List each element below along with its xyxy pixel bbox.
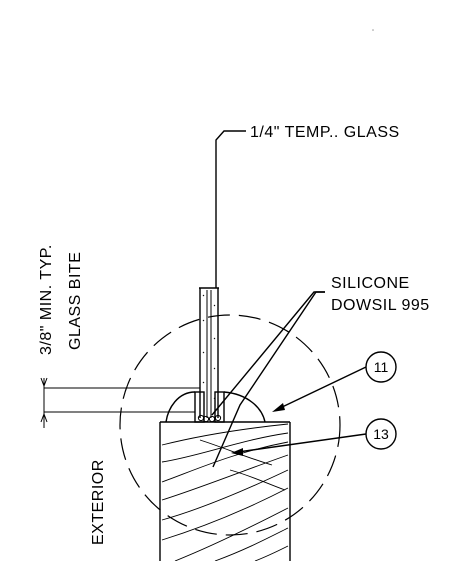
callout-13-number: 13 (373, 426, 389, 442)
silicone-leader (211, 291, 325, 468)
wood-sill (159, 422, 291, 561)
glass-pane (199, 287, 219, 418)
glass-bite-label: GLASS BITE (67, 252, 84, 350)
glazing-stop (160, 391, 290, 423)
silicone-label-line1: SILICONE (331, 275, 410, 292)
bite-dimension-label: 3/8" MIN. TYP. (38, 244, 55, 355)
glass-bite-dimension (40, 377, 200, 428)
detail-circle (119, 314, 341, 536)
callout-11-number: 11 (374, 359, 389, 375)
glass-label: 1/4" TEMP.. GLASS (250, 124, 400, 141)
callout-11 (272, 351, 397, 412)
exterior-label: EXTERIOR (90, 459, 107, 545)
callout-13 (231, 418, 397, 456)
speck (372, 29, 374, 31)
glass-leader (215, 130, 246, 288)
silicone-label-line2: DOWSIL 995 (331, 297, 430, 314)
